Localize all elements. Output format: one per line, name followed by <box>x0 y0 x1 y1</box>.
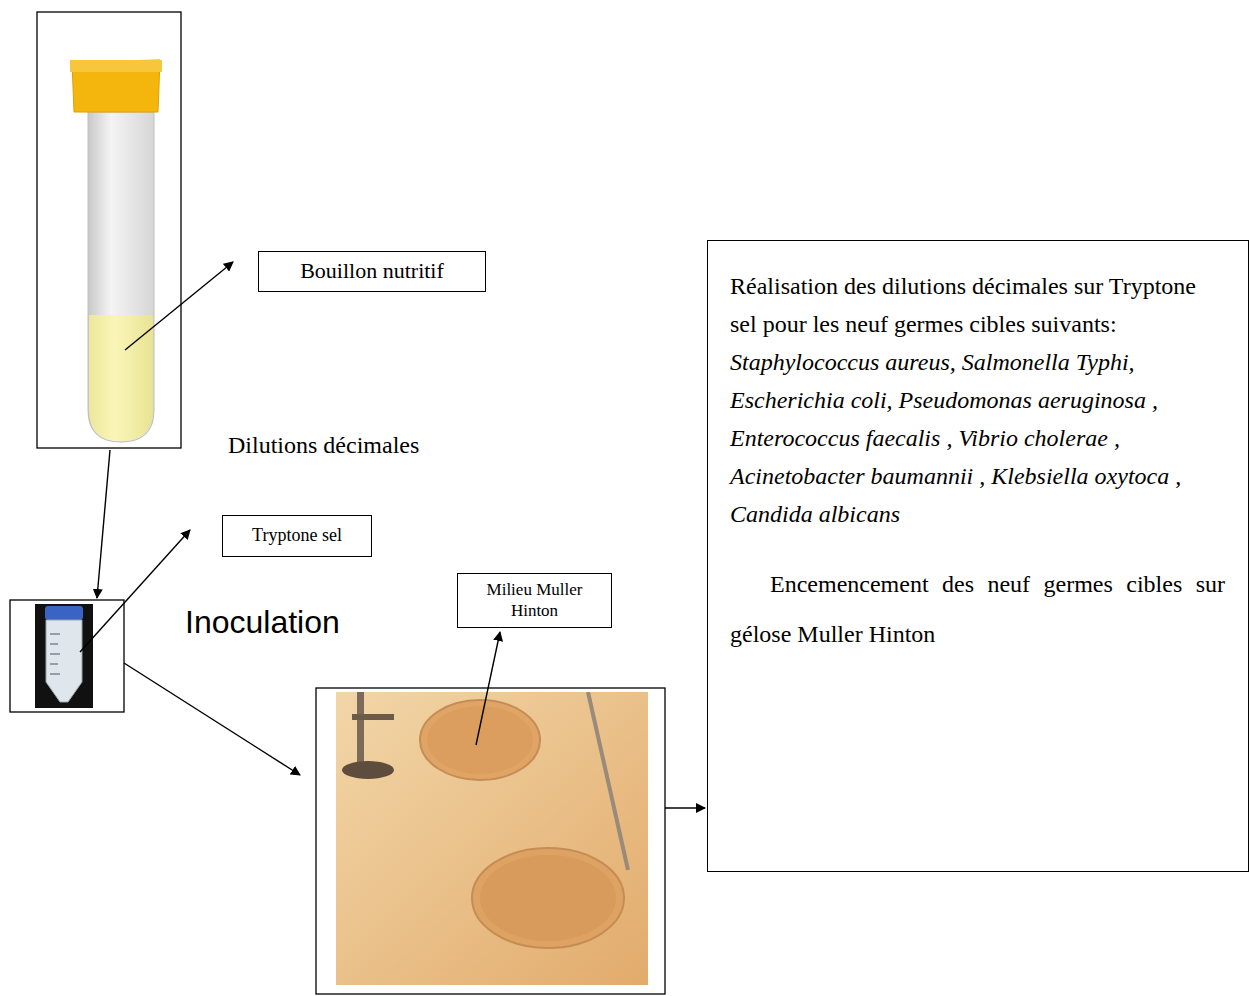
paragraph: Réalisation des dilutions décimales sur … <box>730 267 1225 533</box>
label-text: Bouillon nutritif <box>300 258 444 284</box>
label-text: Tryptone sel <box>252 525 342 547</box>
annotation-label: Inoculation <box>185 604 340 641</box>
description-text: Réalisation des dilutions décimales sur … <box>730 273 1196 337</box>
species-list: Staphylococcus aureus, Salmonella Typhi,… <box>730 349 1181 527</box>
falcon-tube <box>35 604 93 708</box>
image-frame <box>37 12 181 448</box>
description-box: Réalisation des dilutions décimales sur … <box>707 240 1249 872</box>
description-text: Encemencement des neuf germes cibles sur… <box>730 559 1225 659</box>
label-text: Milieu Muller Hinton <box>466 580 603 621</box>
label-box: Milieu Muller Hinton <box>457 573 612 628</box>
petri-photo <box>336 692 648 985</box>
label-box: Bouillon nutritif <box>258 251 486 292</box>
test-tube <box>70 60 162 442</box>
leader-arrows <box>80 262 705 808</box>
label-box: Tryptone sel <box>222 515 372 557</box>
annotation-label: Dilutions décimales <box>228 432 419 459</box>
image-frame <box>10 600 124 712</box>
image-frame <box>316 688 665 994</box>
